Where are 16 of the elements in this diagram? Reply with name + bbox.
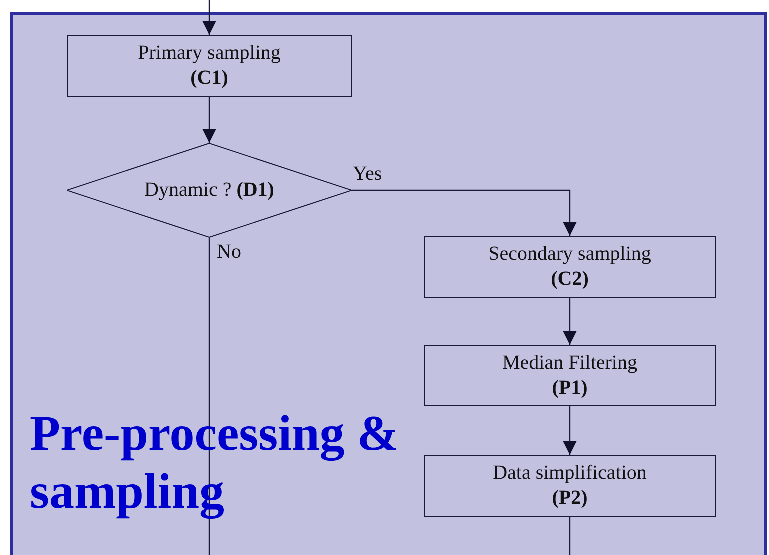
arrow [563, 298, 577, 345]
process-box [424, 455, 716, 517]
decision-diamond [67, 143, 352, 238]
decision-text: Dynamic ? (D1) [144, 179, 274, 202]
process-text: Secondary sampling (C2) [488, 242, 652, 292]
process-text: Median Filtering (P1) [502, 350, 638, 400]
arrow [202, 97, 216, 143]
process-box [424, 345, 716, 406]
group-panel [10, 12, 767, 555]
process-box [424, 236, 716, 298]
process-box [67, 35, 352, 97]
arrow [563, 406, 577, 455]
process-text: Primary sampling (C1) [138, 41, 281, 91]
arrow [352, 190, 577, 236]
process-text: Data simplification (P2) [493, 461, 647, 511]
arrow [202, 0, 216, 35]
